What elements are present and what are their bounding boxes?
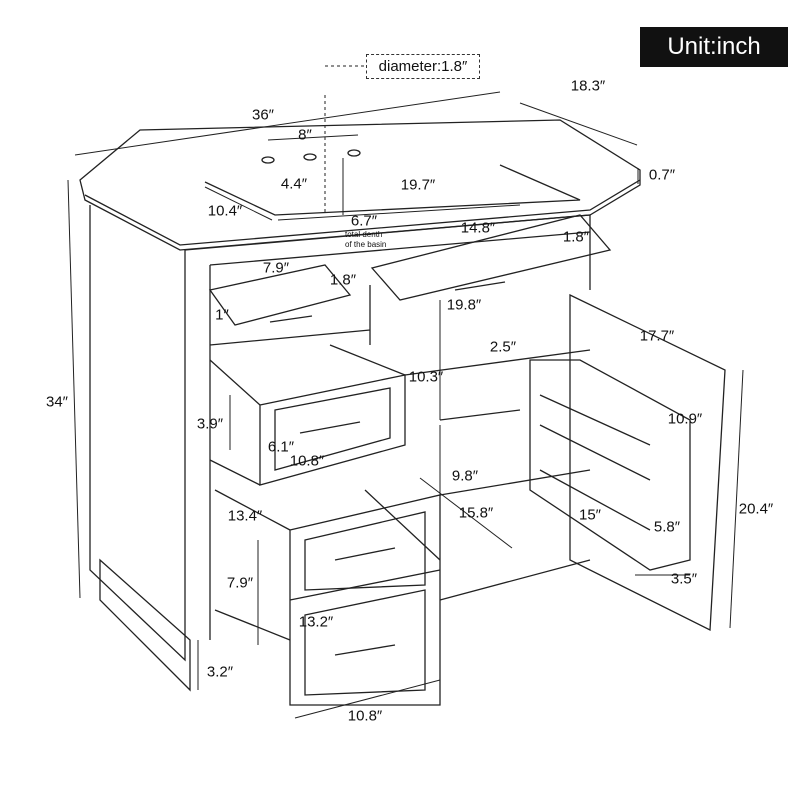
- dim-door-rack-depth: 3.5″: [670, 570, 698, 588]
- basin-note-line: total denth: [345, 230, 383, 239]
- dim-width-top: 36″: [252, 106, 274, 124]
- dim-door-height: 20.4″: [738, 500, 774, 518]
- dim-lower-opening-height: 9.8″: [451, 467, 479, 485]
- basin-depth-note: total denth of the basin: [345, 230, 386, 250]
- dim-left-drawer-width: 7.9″: [262, 259, 290, 277]
- dim-door-shelf-height: 10.9″: [667, 410, 703, 428]
- dim-center-drawer-width: 14.8″: [460, 219, 496, 237]
- dim-door-rack-height: 5.8″: [653, 518, 681, 536]
- dim-toe-kick: 3.2″: [206, 663, 234, 681]
- dim-basin-total-depth: 6.7″: [350, 212, 378, 230]
- dim-drawer3-depth: 13.2″: [298, 613, 334, 631]
- dim-total-height: 34″: [46, 393, 68, 411]
- dim-drawer1-width: 10.8″: [289, 452, 325, 470]
- diameter-label: diameter:1.8″: [366, 54, 480, 79]
- dim-opening-width: 19.8″: [446, 296, 482, 314]
- dim-faucet-spacing: 8″: [298, 126, 312, 144]
- dim-basin-depth: 10.4″: [207, 202, 243, 220]
- dim-bottom-drawer-width: 10.8″: [347, 707, 383, 725]
- dim-opening-height: 10.3″: [408, 368, 444, 386]
- basin-note-line: of the basin: [345, 240, 387, 249]
- dim-drawer1-inner-height: 6.1″: [267, 438, 295, 456]
- unit-label: Unit:inch: [640, 27, 788, 67]
- dim-door-rack-width: 15″: [579, 506, 601, 524]
- dim-basin-offset: 4.4″: [280, 175, 308, 193]
- dim-drawer2-height: 7.9″: [226, 574, 254, 592]
- dim-top-thickness: 0.7″: [648, 166, 676, 184]
- dim-depth-top: 18.3″: [570, 77, 606, 95]
- dim-cabinet-depth: 15.8″: [458, 504, 494, 522]
- dim-shelf-gap: 2.5″: [489, 338, 517, 356]
- dim-door-width: 17.7″: [639, 327, 675, 345]
- dim-center-drawer-height: 1.8″: [562, 228, 590, 246]
- dim-basin-width: 19.7″: [400, 176, 436, 194]
- dim-left-drawer-height: 1.8″: [329, 271, 357, 289]
- dim-left-drawer-depth: 1″: [215, 306, 229, 324]
- dim-drawer2-depth: 13.4″: [227, 507, 263, 525]
- dim-drawer1-height: 3.9″: [196, 415, 224, 433]
